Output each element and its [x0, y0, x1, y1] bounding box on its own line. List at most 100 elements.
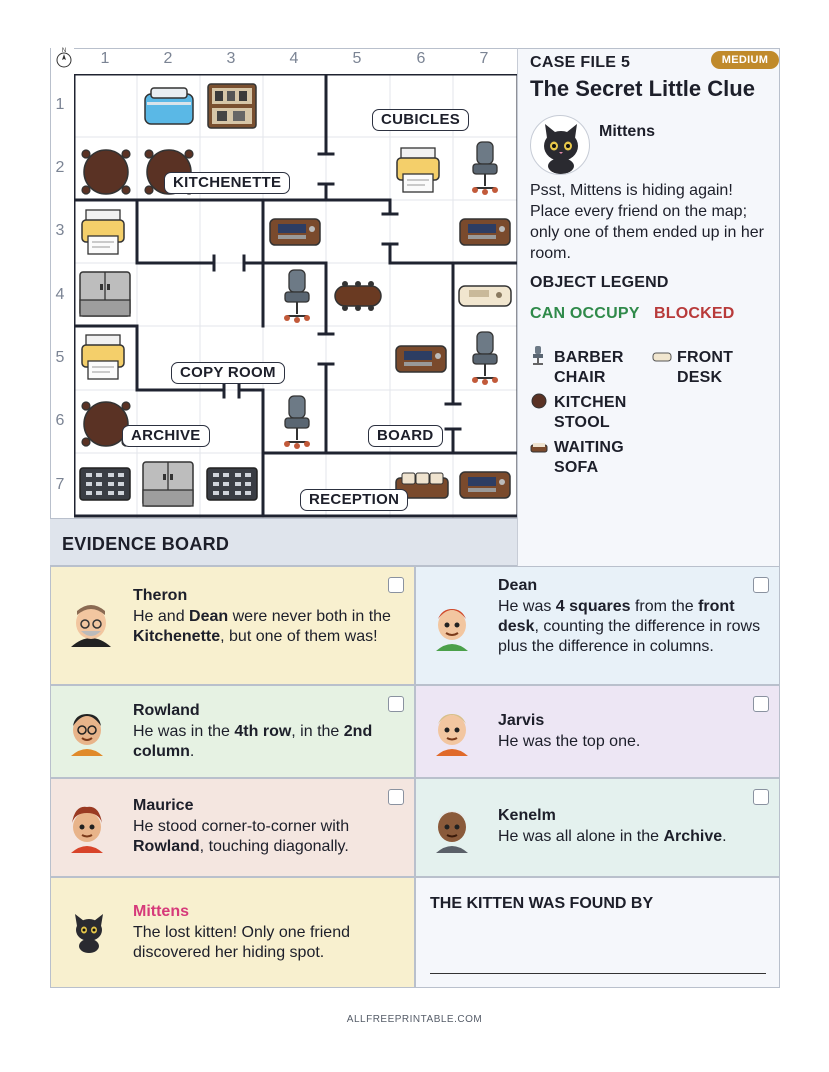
mittens-name: Mittens	[133, 903, 189, 920]
kitten-avatar	[530, 115, 590, 175]
kitchen-stool-icon	[80, 146, 132, 203]
waiting-sofa-icon	[394, 470, 450, 507]
kenelm-clue: He was all alone in the Archive.	[498, 828, 727, 845]
waiting-sofa-icon	[530, 440, 548, 458]
clue-card-theron: Theron He and Dean were never both in th…	[50, 566, 415, 685]
answer-box: THE KITTEN WAS FOUND BY	[415, 877, 780, 988]
storage-box-icon	[143, 86, 195, 131]
theron-name: Theron	[133, 587, 188, 604]
row-number: 6	[55, 412, 65, 429]
compass-n-label: N	[62, 48, 66, 54]
mittens-clue: The lost kitten! Only one friend discove…	[133, 924, 350, 961]
kitten-name: Mittens	[599, 123, 655, 140]
intro-text: Psst, Mittens is hiding again! Place eve…	[530, 182, 764, 262]
jarvis-avatar-icon	[432, 704, 472, 761]
legend-blocked: BLOCKED	[654, 305, 735, 322]
theron-avatar-icon	[67, 599, 115, 654]
evidence-board-title: EVIDENCE BOARD	[62, 534, 230, 554]
reception-desk-icon	[268, 217, 322, 252]
column-number: 5	[352, 50, 362, 67]
reception-desk-icon	[458, 217, 512, 252]
dean-avatar-icon	[432, 599, 472, 656]
cabinet-icon	[141, 460, 195, 513]
row-number: 4	[55, 286, 65, 303]
barber-chair-icon	[469, 140, 501, 201]
kenelm-avatar-icon	[432, 801, 472, 858]
black-cat-icon	[544, 124, 578, 174]
column-number: 2	[163, 50, 173, 67]
difficulty-badge: MEDIUM	[711, 51, 779, 69]
room-label-kitchenette: KITCHENETTE	[164, 172, 291, 194]
maurice-avatar-icon	[67, 801, 107, 858]
reception-desk-icon	[394, 344, 448, 379]
rowland-clue: He was in the 4th row, in the 2nd column…	[133, 723, 373, 760]
barber-chair-icon	[281, 394, 313, 455]
column-number: 7	[479, 50, 489, 67]
maurice-clue: He stood corner-to-corner with Rowland, …	[133, 818, 350, 855]
clue-card-jarvis: Jarvis He was the top one.	[415, 685, 780, 778]
case-file-number: CASE FILE 5	[530, 54, 631, 71]
kitchen-stool-icon	[530, 392, 548, 415]
kitchen-shelf-icon	[206, 82, 258, 135]
rowland-name: Rowland	[133, 702, 200, 719]
legend-can-occupy: CAN OCCUPY	[530, 305, 640, 322]
reception-desk-icon	[458, 470, 512, 505]
clue-card-kenelm: Kenelm He was all alone in the Archive.	[415, 778, 780, 877]
server-rack-icon	[78, 466, 132, 507]
black-cat-icon	[69, 910, 109, 959]
footer-credit: ALLFREEPRINTABLE.COM	[346, 1014, 483, 1025]
copier-icon	[80, 208, 126, 261]
jarvis-clue: He was the top one.	[498, 733, 641, 750]
row-number: 2	[55, 159, 65, 176]
dean-checkbox[interactable]	[753, 577, 769, 593]
room-label-board: BOARD	[368, 425, 443, 447]
rowland-checkbox[interactable]	[388, 696, 404, 712]
legend-title: OBJECT LEGEND	[530, 274, 669, 291]
column-number: 3	[226, 50, 236, 67]
column-number: 4	[289, 50, 299, 67]
column-number: 6	[416, 50, 426, 67]
room-label-cubicles: CUBICLES	[372, 109, 470, 131]
theron-checkbox[interactable]	[388, 577, 404, 593]
maurice-name: Maurice	[133, 797, 194, 814]
room-label-copy-room: COPY ROOM	[171, 362, 285, 384]
jarvis-name: Jarvis	[498, 712, 545, 729]
clue-card-rowland: Rowland He was in the 4th row, in the 2n…	[50, 685, 415, 778]
cabinet-icon	[78, 270, 132, 323]
row-number: 5	[55, 349, 65, 366]
dean-clue: He was 4 squares from the front desk, co…	[498, 598, 761, 655]
row-header-strip	[50, 48, 74, 518]
meeting-table-icon	[331, 280, 385, 317]
row-number: 7	[55, 476, 65, 493]
answer-write-line[interactable]	[430, 973, 766, 974]
server-rack-icon	[205, 466, 259, 507]
dean-name: Dean	[498, 577, 538, 594]
compass-icon: N	[55, 46, 73, 68]
clue-card-maurice: Maurice He stood corner-to-corner with R…	[50, 778, 415, 877]
puzzle-title: The Secret Little Clue	[530, 76, 755, 101]
row-number: 1	[55, 96, 65, 113]
copier-icon	[80, 333, 126, 386]
barber-chair-icon	[469, 330, 501, 391]
front-desk-icon	[457, 282, 513, 315]
answer-label: THE KITTEN WAS FOUND BY	[430, 895, 654, 912]
barber-chair-icon	[532, 346, 544, 371]
maurice-checkbox[interactable]	[388, 789, 404, 805]
jarvis-checkbox[interactable]	[753, 696, 769, 712]
barber-chair-icon	[281, 268, 313, 329]
theron-clue: He and Dean were never both in the Kitch…	[133, 608, 391, 645]
rowland-avatar-icon	[67, 704, 107, 761]
evidence-board-header: EVIDENCE BOARD	[50, 518, 517, 566]
column-number: 1	[100, 50, 110, 67]
kenelm-name: Kenelm	[498, 807, 556, 824]
room-label-reception: RECEPTION	[300, 489, 409, 511]
copier-icon	[395, 146, 441, 199]
row-number: 3	[55, 222, 65, 239]
clue-card-dean: Dean He was 4 squares from the front des…	[415, 566, 780, 685]
kenelm-checkbox[interactable]	[753, 789, 769, 805]
column-header-strip	[50, 48, 517, 74]
